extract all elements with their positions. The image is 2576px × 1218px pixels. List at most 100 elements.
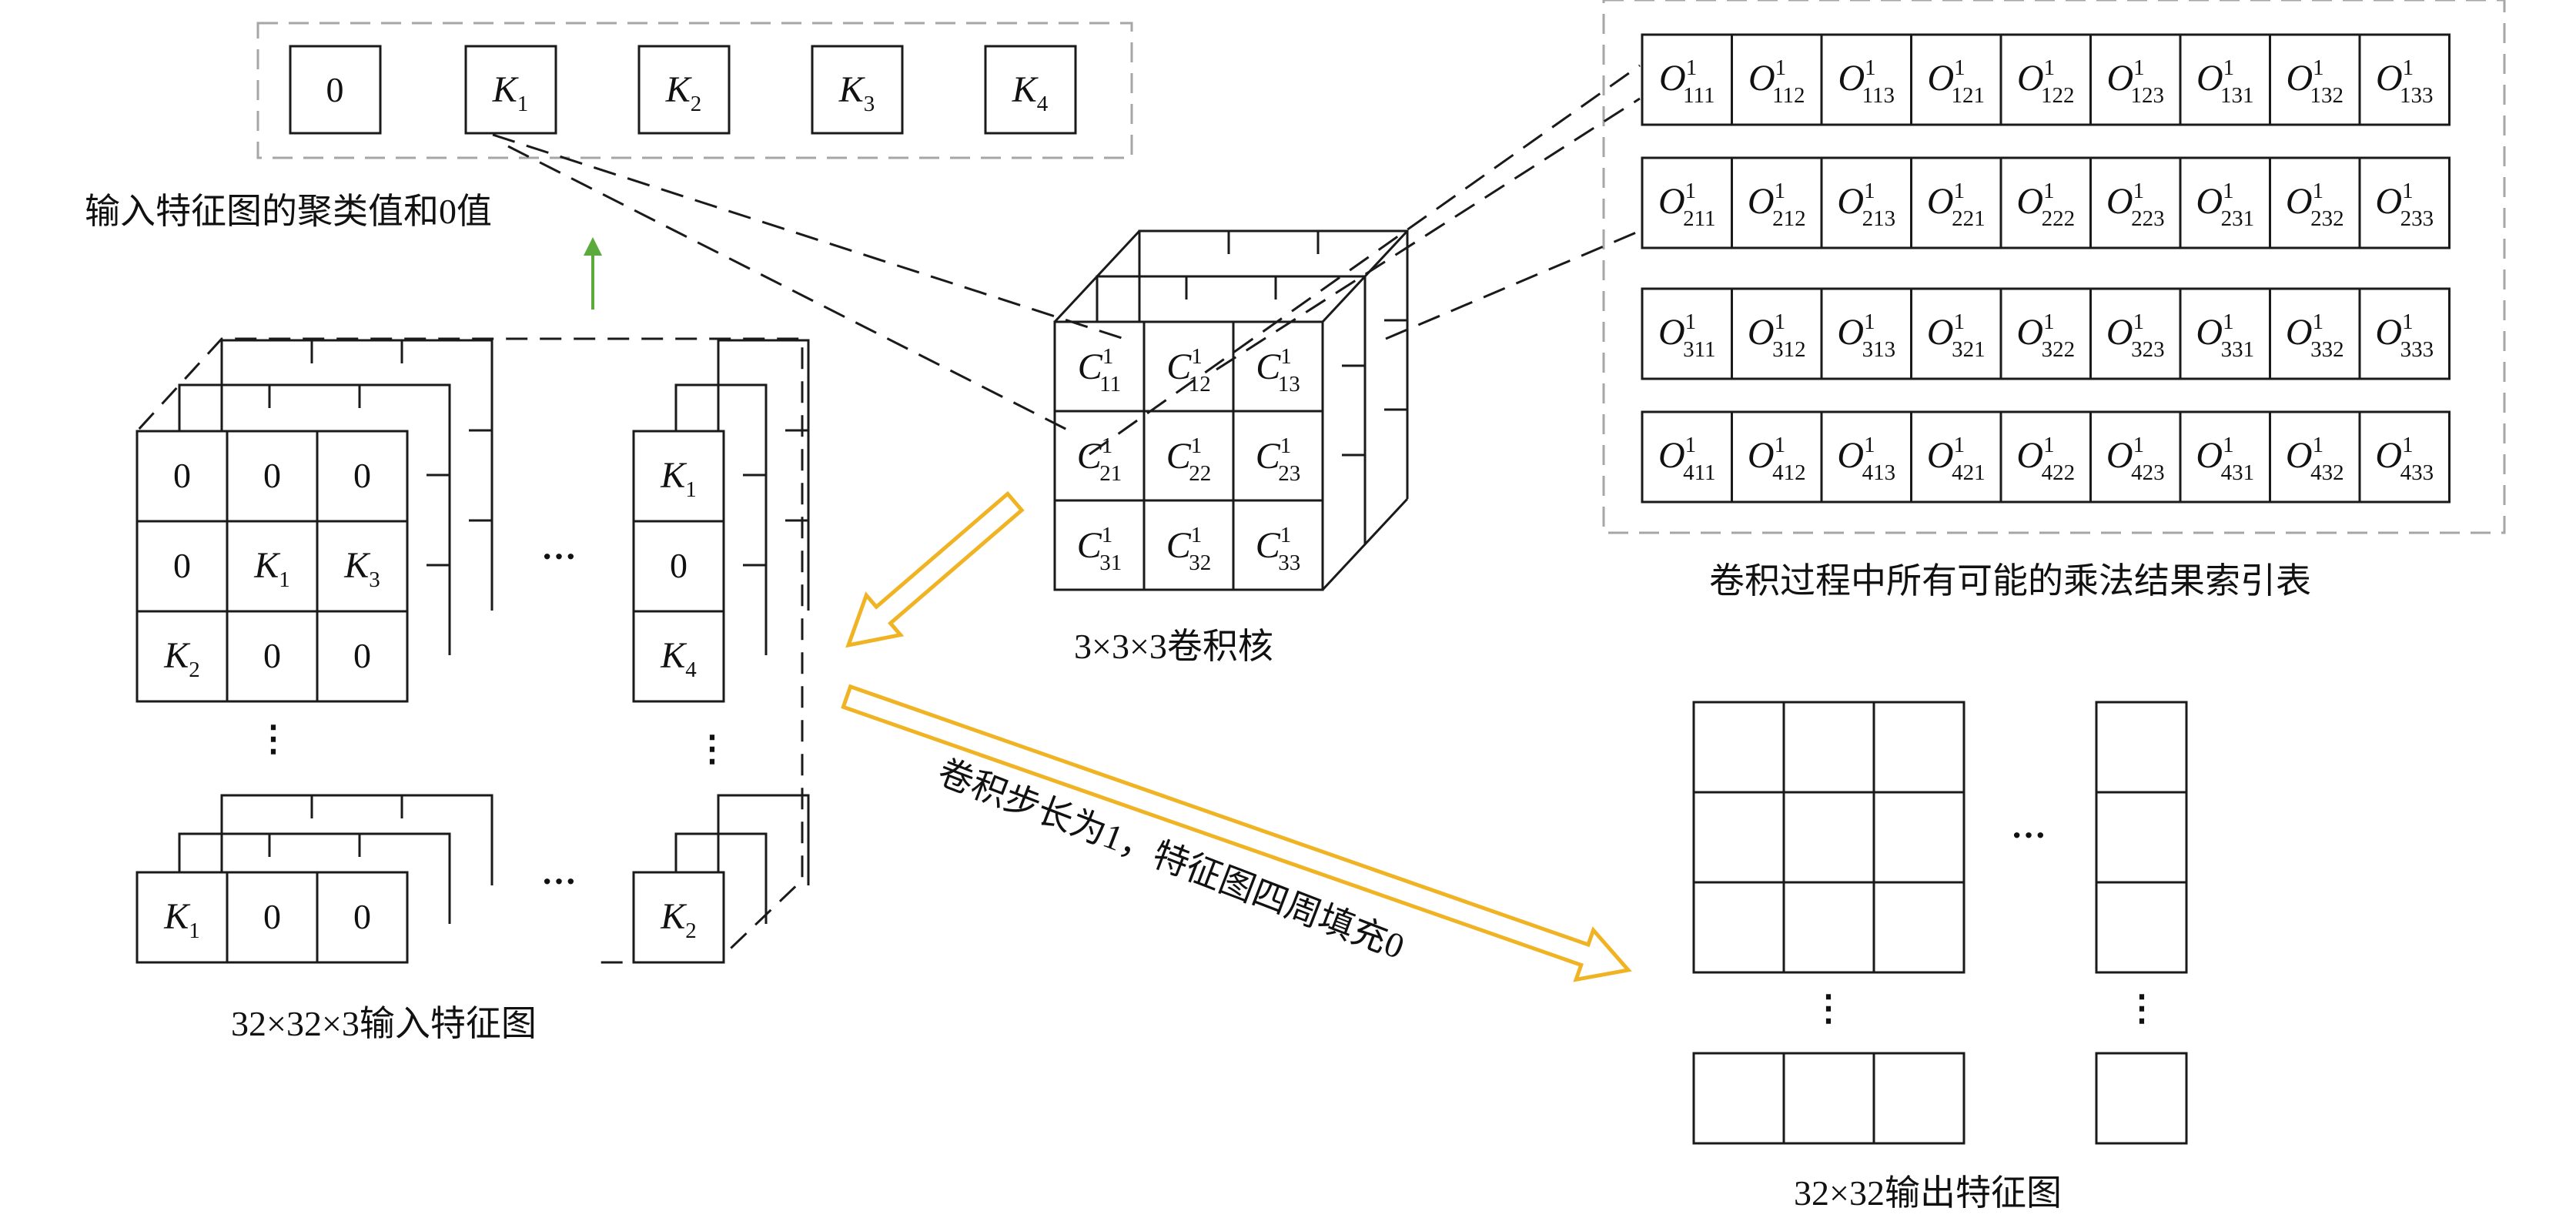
input-cell [135, 610, 229, 703]
index-cell [2179, 33, 2271, 126]
kernel-depth-edge [1321, 229, 1409, 323]
output-cell [1872, 881, 1965, 974]
index-cell [2358, 33, 2451, 126]
input-value: K1 [253, 545, 290, 592]
output-cell [1692, 1052, 1785, 1145]
input-cell [632, 610, 725, 703]
horizontal-ellipsis: ··· [541, 537, 577, 576]
cluster-dashed-frame [256, 22, 1133, 159]
input-cell [226, 871, 319, 964]
input-value: 0 [173, 546, 191, 585]
output-cell [1782, 701, 1875, 794]
input-value: 0 [353, 897, 371, 936]
output-map-caption: 32×32输出特征图 [1794, 1173, 2062, 1213]
output-cell [1872, 791, 1965, 884]
input-cell [316, 520, 409, 613]
index-cell [2089, 287, 2182, 380]
index-cell [1999, 287, 2092, 380]
cluster-value: K2 [665, 69, 702, 116]
output-cell [1782, 791, 1875, 884]
output-cell [1692, 791, 1785, 884]
cluster-values-caption: 输入特征图的聚类值和0值 [85, 192, 492, 231]
input-cell [226, 610, 319, 703]
output-cell [1872, 701, 1965, 794]
cluster-value-cell [984, 45, 1077, 135]
index-cell [1731, 33, 1823, 126]
index-table-caption: 卷积过程中所有可能的乘法结果索引表 [1709, 561, 2311, 601]
index-cell [1910, 156, 2002, 249]
output-cell [1872, 1052, 1965, 1145]
input-value: K3 [343, 545, 380, 592]
connector-c-to-o211 [1216, 97, 1641, 371]
input-value: 0 [353, 636, 371, 675]
input-cell [316, 610, 409, 703]
orange-arrow-kernel-to-input [845, 490, 1025, 648]
input-cell [316, 871, 409, 964]
vertical-ellipsis: ⋮ [1811, 989, 1846, 1028]
connector-c-to-o111 [1089, 64, 1641, 456]
kernel-cell [1232, 499, 1324, 591]
input-value: 0 [263, 636, 281, 675]
cluster-value: K3 [838, 69, 875, 116]
input-map-caption: 32×32×3输入特征图 [231, 1004, 537, 1043]
connector-c-to-row2 [1385, 229, 1641, 340]
index-cell [1820, 287, 1912, 380]
index-cell [1999, 410, 2092, 504]
input-cell [632, 520, 725, 613]
input-value: K2 [660, 896, 697, 943]
cluster-value: K4 [1012, 69, 1049, 116]
cluster-value-cell [464, 45, 557, 135]
input-value: 0 [670, 546, 687, 585]
horizontal-ellipsis: ··· [541, 862, 577, 901]
input-value: K1 [163, 896, 200, 943]
cluster-value: K1 [492, 69, 529, 116]
index-cell [2269, 287, 2361, 380]
input-value: 0 [263, 456, 281, 495]
input-value: K2 [163, 635, 200, 682]
index-cell [2179, 410, 2271, 504]
output-cell [2095, 881, 2188, 974]
index-cell [2179, 287, 2271, 380]
index-cell [1999, 33, 2092, 126]
kernel-cell [1232, 410, 1324, 502]
input-value: 0 [263, 897, 281, 936]
vertical-ellipsis: ⋮ [2124, 989, 2159, 1028]
input-back-layer [717, 794, 810, 885]
kernel-caption: 3×3×3卷积核 [1074, 627, 1273, 666]
flow-arrows [492, 64, 1641, 982]
output-cell [2095, 701, 2188, 794]
output-feature-map: ···⋮⋮ [1692, 701, 2188, 1145]
index-cell [2269, 410, 2361, 504]
input-cell [135, 520, 229, 613]
input-back-layer [220, 794, 493, 885]
